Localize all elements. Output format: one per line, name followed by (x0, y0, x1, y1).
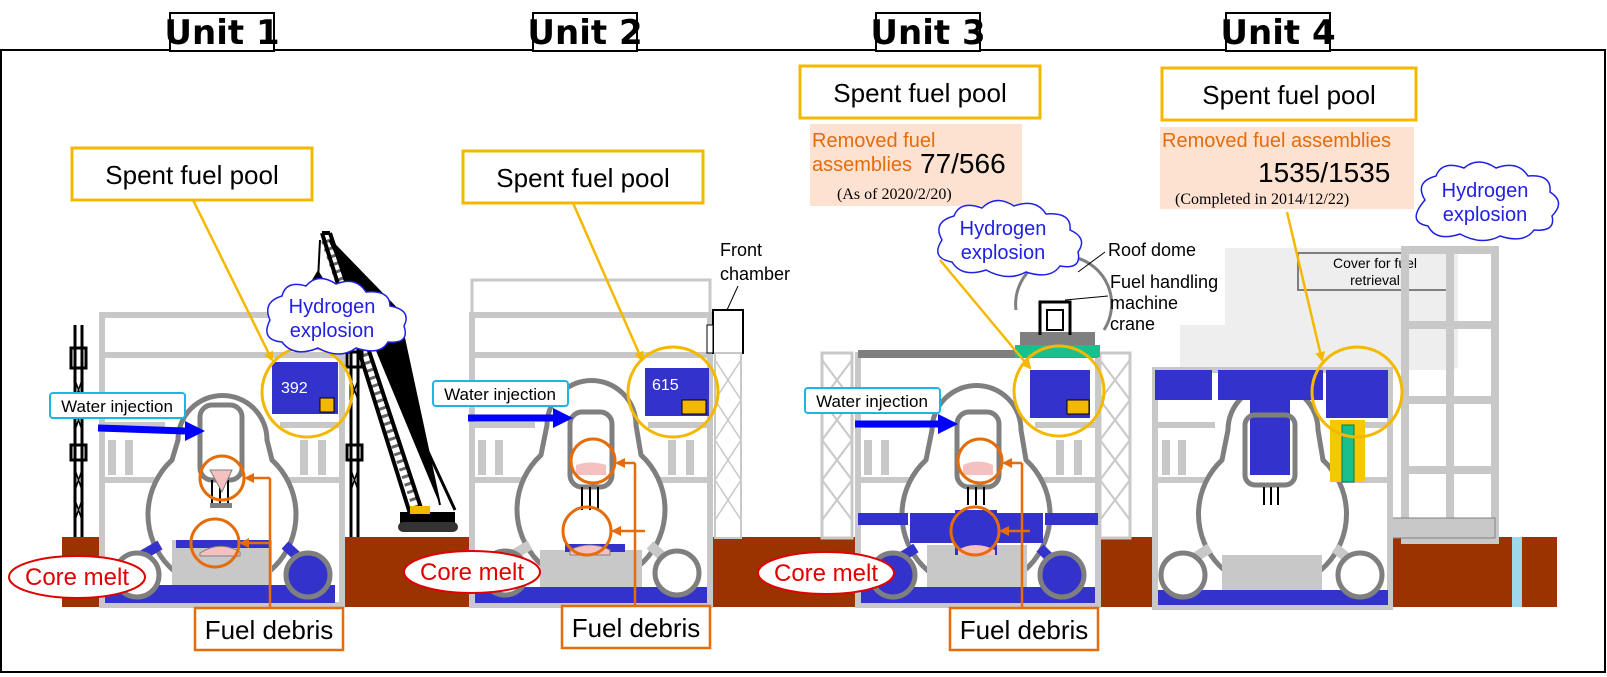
svg-text:1535/1535: 1535/1535 (1258, 157, 1390, 188)
svg-text:77/566: 77/566 (920, 148, 1006, 179)
unit-2-core-melt: Core melt (403, 550, 541, 594)
svg-text:Unit 4: Unit 4 (1220, 13, 1335, 53)
unit-3-hydrogen-cloud: Hydrogen explosion (937, 199, 1083, 278)
svg-text:retrieval: retrieval (1350, 272, 1400, 288)
unit-1-water-injection: Water injection (49, 392, 205, 441)
unit-1-debris-markers (189, 454, 272, 608)
svg-text:Fuel debris: Fuel debris (205, 615, 334, 645)
unit-1-fuel-debris-label: Fuel debris (193, 606, 345, 652)
unit-2-fuel-debris-label: Fuel debris (560, 604, 712, 650)
svg-text:explosion: explosion (290, 320, 375, 342)
svg-text:Hydrogen: Hydrogen (1442, 180, 1529, 202)
svg-text:Core melt: Core melt (774, 560, 878, 587)
svg-text:(Completed in 2014/12/22): (Completed in 2014/12/22) (1175, 191, 1349, 208)
svg-text:assemblies: assemblies (812, 154, 912, 176)
svg-text:Spent fuel pool: Spent fuel pool (496, 163, 669, 193)
svg-text:Unit 2: Unit 2 (527, 13, 642, 53)
svg-text:chamber: chamber (720, 264, 790, 284)
unit-2-debris-markers (561, 437, 645, 608)
unit-1-right-tower (345, 335, 364, 537)
unit-1-reactor: 392 (99, 312, 345, 608)
unit-1-hydrogen-cloud: Hydrogen explosion (266, 277, 407, 355)
unit-3-fuel-debris-label: Fuel debris (948, 606, 1100, 652)
svg-text:Fuel debris: Fuel debris (960, 615, 1089, 645)
svg-text:Cover for fuel: Cover for fuel (1333, 255, 1417, 271)
svg-text:explosion: explosion (961, 242, 1046, 264)
svg-text:Fuel handling: Fuel handling (1110, 272, 1218, 292)
diagram-frame (0, 49, 1606, 673)
svg-text:Water injection: Water injection (61, 397, 173, 416)
unit-1-core-melt: Core melt (8, 555, 146, 599)
unit-4-pool-callout: Spent fuel pool Removed fuel assemblies … (1160, 66, 1418, 439)
svg-text:Hydrogen: Hydrogen (289, 296, 376, 318)
svg-text:Unit 3: Unit 3 (870, 13, 985, 53)
unit-3-side-towers (820, 351, 1132, 540)
svg-text:615: 615 (652, 377, 679, 394)
unit-1-pool-callout: Spent fuel pool (70, 146, 354, 439)
unit-3-core-melt: Core melt (757, 551, 895, 595)
unit-3-pool-callout: Spent fuel pool Removed fuel assemblies … (798, 64, 1106, 438)
svg-text:Core melt: Core melt (420, 559, 524, 586)
svg-text:Removed fuel assemblies: Removed fuel assemblies (1162, 130, 1391, 152)
unit-1-tower (69, 325, 88, 537)
unit-2-front-chamber: Front chamber (706, 240, 790, 539)
svg-text:Core melt: Core melt (25, 564, 129, 591)
svg-text:Hydrogen: Hydrogen (960, 218, 1047, 240)
unit-2-pool-callout: Spent fuel pool (461, 149, 720, 439)
unit-3-title: Unit 3 (870, 12, 986, 53)
svg-text:Water injection: Water injection (816, 392, 928, 411)
unit-3-water-injection: Water injection (804, 387, 958, 434)
unit-4-scaffold (1391, 246, 1499, 544)
unit-3-roof-labels: Roof dome Fuel handling machine crane (1064, 240, 1218, 334)
svg-text:explosion: explosion (1443, 204, 1528, 226)
unit-4-cover: Cover for fuel retrieval (1180, 248, 1458, 370)
svg-text:Fuel debris: Fuel debris (572, 613, 701, 643)
svg-text:Front: Front (720, 240, 762, 260)
svg-text:crane: crane (1110, 314, 1155, 334)
unit-4-title: Unit 4 (1220, 12, 1336, 53)
svg-text:392: 392 (281, 380, 308, 397)
svg-text:Roof dome: Roof dome (1108, 240, 1196, 260)
svg-text:Removed fuel: Removed fuel (812, 130, 935, 152)
unit-4-pool (1326, 370, 1388, 418)
unit-4-reactor (1152, 367, 1393, 610)
svg-text:(As of 2020/2/20): (As of 2020/2/20) (837, 186, 952, 203)
unit-4-hydrogen-cloud: Hydrogen explosion (1415, 161, 1560, 242)
svg-text:Spent fuel pool: Spent fuel pool (1202, 80, 1375, 110)
unit-2-title: Unit 2 (527, 12, 643, 53)
svg-text:machine: machine (1110, 293, 1178, 313)
svg-text:Unit 1: Unit 1 (164, 13, 279, 53)
svg-text:Water injection: Water injection (444, 385, 556, 404)
unit-3-debris-markers (949, 437, 1030, 608)
svg-text:Spent fuel pool: Spent fuel pool (833, 78, 1006, 108)
unit-1-title: Unit 1 (164, 12, 280, 53)
svg-text:Spent fuel pool: Spent fuel pool (105, 160, 278, 190)
unit-2-water-injection: Water injection (432, 380, 573, 428)
